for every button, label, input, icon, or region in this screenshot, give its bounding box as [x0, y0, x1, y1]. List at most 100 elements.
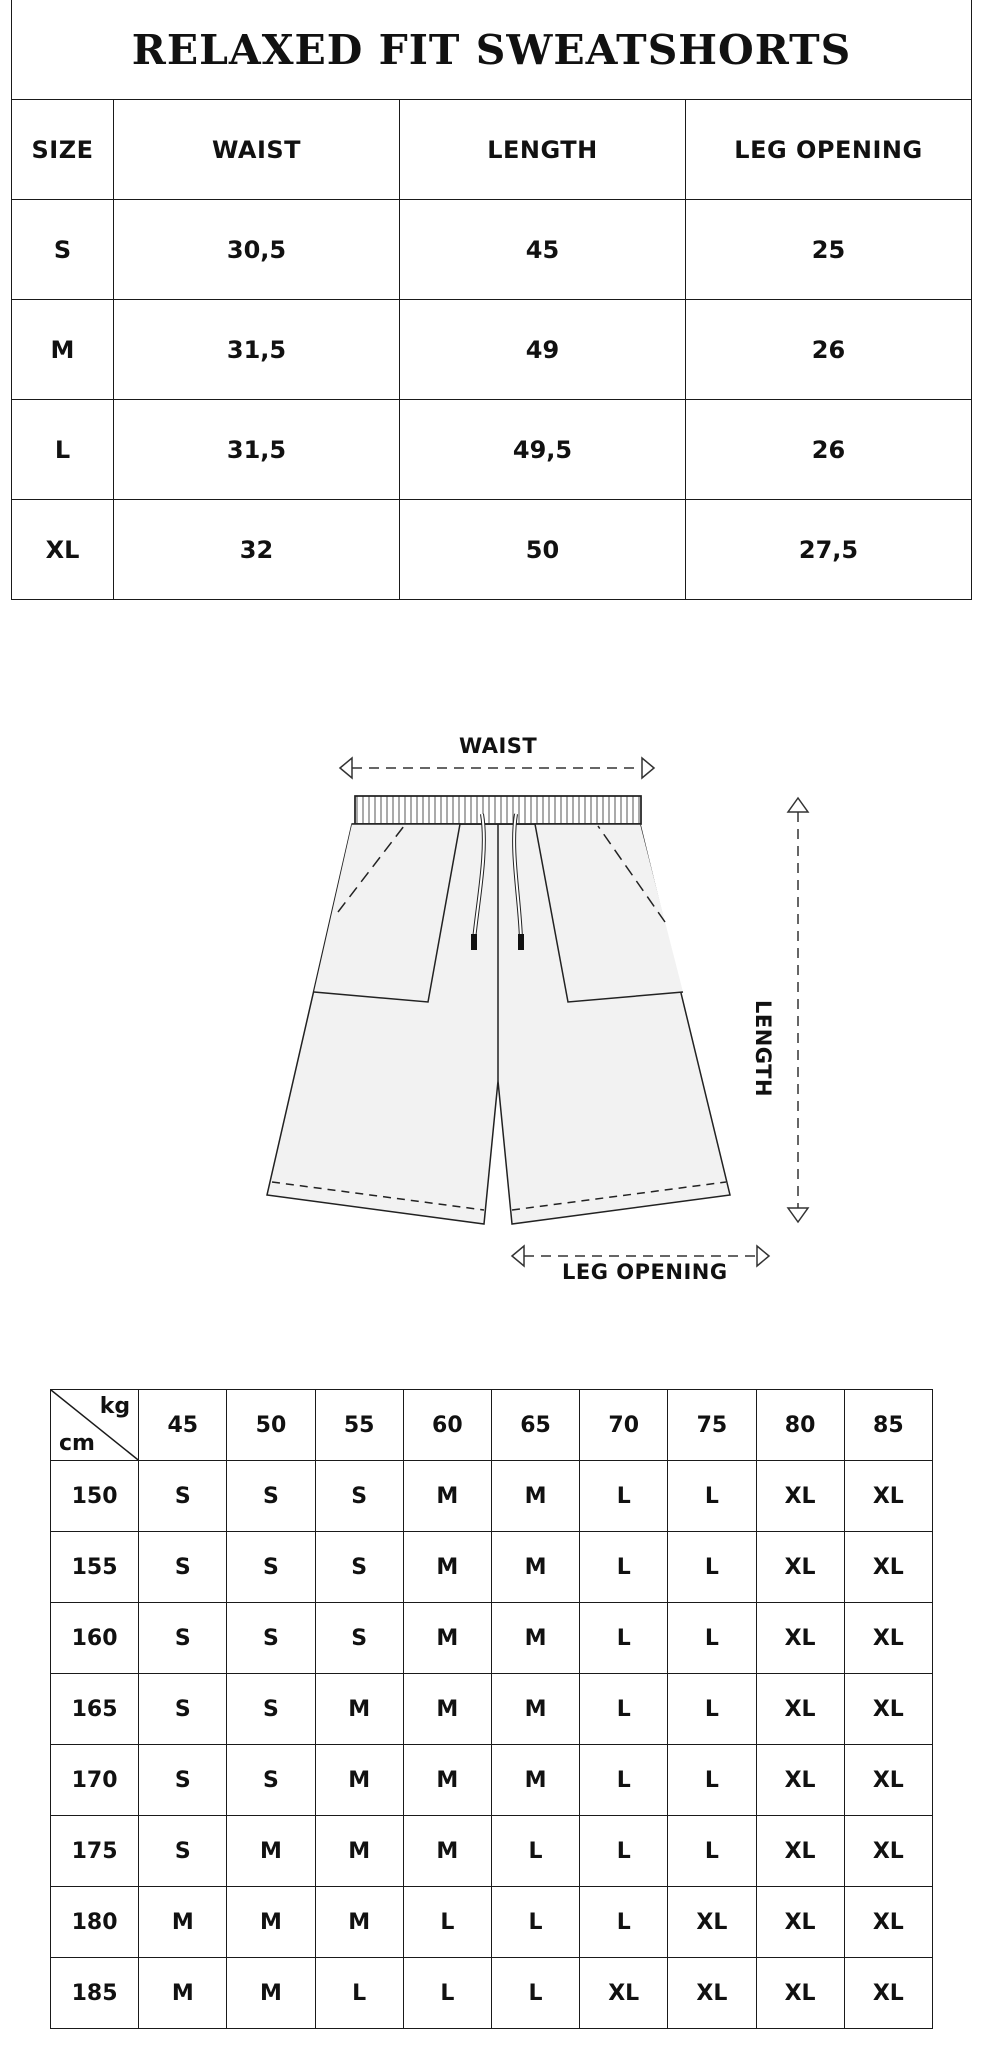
- size-cell: M: [490, 1460, 581, 1532]
- size-cell: M: [138, 1886, 228, 1958]
- size-cell: M: [314, 1744, 404, 1816]
- size-cell: XL: [843, 1531, 934, 1603]
- size-cell: S: [138, 1602, 228, 1674]
- weight-header: 75: [667, 1389, 757, 1461]
- length-cell: 45: [399, 199, 686, 300]
- size-cell: L: [579, 1744, 669, 1816]
- size-cell: S: [11, 199, 114, 300]
- chart-title: RELAXED FIT SWEATSHORTS: [10, 0, 973, 100]
- size-cell: L: [579, 1602, 669, 1674]
- table-row: XL 32 50 27,5: [11, 499, 973, 600]
- size-cell: XL: [579, 1957, 669, 2029]
- height-header: 175: [49, 1815, 140, 1887]
- size-cell: S: [138, 1531, 228, 1603]
- size-cell: M: [402, 1744, 492, 1816]
- size-cell: S: [226, 1460, 316, 1532]
- size-cell: S: [138, 1673, 228, 1745]
- size-cell: M: [402, 1531, 492, 1603]
- waist-cell: 31,5: [113, 399, 400, 500]
- size-cell: S: [314, 1531, 404, 1603]
- weight-header: 85: [843, 1389, 934, 1461]
- height-header: 170: [49, 1744, 140, 1816]
- size-cell: M: [314, 1886, 404, 1958]
- size-cell: L: [314, 1957, 404, 2029]
- leg-opening-cell: 25: [684, 199, 973, 300]
- size-cell: S: [226, 1531, 316, 1603]
- height-header: 165: [49, 1673, 140, 1745]
- weight-header: 80: [755, 1389, 845, 1461]
- size-cell: S: [138, 1815, 228, 1887]
- size-cell: XL: [843, 1673, 934, 1745]
- waist-cell: 32: [113, 499, 400, 600]
- size-cell: XL: [755, 1886, 845, 1958]
- size-cell: XL: [843, 1744, 934, 1816]
- header-waist: WAIST: [113, 99, 400, 200]
- waist-label: WAIST: [459, 734, 538, 758]
- size-cell: M: [138, 1957, 228, 2029]
- header-size: SIZE: [11, 99, 114, 200]
- weight-header: 60: [402, 1389, 492, 1461]
- size-cell: XL: [843, 1886, 934, 1958]
- size-cell: L: [579, 1815, 669, 1887]
- weight-header: 70: [579, 1389, 669, 1461]
- size-cell: S: [314, 1602, 404, 1674]
- size-cell: M: [402, 1815, 492, 1887]
- shorts-diagram: WAIST LENGTH LEG OPENING: [0, 700, 983, 1320]
- size-cell: S: [138, 1460, 228, 1532]
- size-cell: L: [667, 1815, 757, 1887]
- height-unit-label: cm: [59, 1431, 95, 1456]
- size-cell: L: [579, 1886, 669, 1958]
- weight-header: 45: [138, 1389, 228, 1461]
- size-cell: XL: [667, 1957, 757, 2029]
- height-header: 155: [49, 1531, 140, 1603]
- size-cell: L: [667, 1460, 757, 1532]
- size-cell: S: [314, 1460, 404, 1532]
- size-cell: M: [402, 1673, 492, 1745]
- waist-cell: 31,5: [113, 299, 400, 400]
- size-cell: M: [226, 1957, 316, 2029]
- size-cell: M: [490, 1602, 581, 1674]
- size-cell: M: [490, 1531, 581, 1603]
- size-cell: L: [490, 1886, 581, 1958]
- corner-cell: kg cm: [49, 1389, 140, 1461]
- table-row: S 30,5 45 25: [11, 199, 973, 300]
- weight-header: 65: [490, 1389, 581, 1461]
- leg-opening-cell: 27,5: [684, 499, 973, 600]
- size-cell: L: [667, 1744, 757, 1816]
- height-header: 160: [49, 1602, 140, 1674]
- waist-cell: 30,5: [113, 199, 400, 300]
- size-cell: L: [579, 1673, 669, 1745]
- size-cell: XL: [843, 1957, 934, 2029]
- size-chart-table: RELAXED FIT SWEATSHORTS SIZE WAIST LENGT…: [10, 0, 973, 600]
- size-cell: L: [402, 1957, 492, 2029]
- size-cell: XL: [11, 499, 114, 600]
- leg-opening-cell: 26: [684, 399, 973, 500]
- length-cell: 49: [399, 299, 686, 400]
- weight-header: 50: [226, 1389, 316, 1461]
- leg-opening-label: LEG OPENING: [562, 1260, 728, 1284]
- length-cell: 49,5: [399, 399, 686, 500]
- size-cell: L: [579, 1531, 669, 1603]
- table-row: M 31,5 49 26: [11, 299, 973, 400]
- header-length: LENGTH: [399, 99, 686, 200]
- size-cell: S: [226, 1673, 316, 1745]
- size-cell: M: [226, 1886, 316, 1958]
- size-cell: M: [11, 299, 114, 400]
- size-cell: M: [314, 1815, 404, 1887]
- size-cell: XL: [755, 1815, 845, 1887]
- height-header: 150: [49, 1460, 140, 1532]
- size-cell: M: [402, 1460, 492, 1532]
- size-cell: XL: [755, 1673, 845, 1745]
- size-cell: XL: [755, 1460, 845, 1532]
- size-cell: M: [490, 1673, 581, 1745]
- weight-header: 55: [314, 1389, 404, 1461]
- shorts-illustration: [266, 756, 810, 1268]
